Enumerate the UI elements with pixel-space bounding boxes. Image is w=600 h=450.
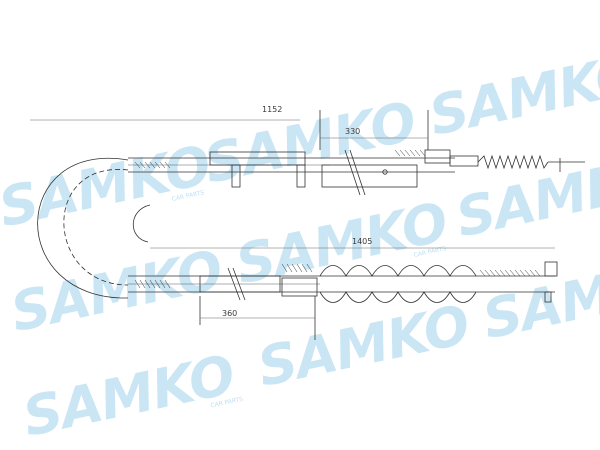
watermark-text: SAMKO [252,293,474,399]
top-hatch-left [134,161,171,169]
bottom-end-bracket [544,261,558,277]
top-sleeve [209,151,306,166]
outer-loop-curve [37,157,129,299]
top-clip [231,164,241,188]
bottom-bellows [319,291,477,303]
top-clip [296,164,306,188]
watermark-text: SAMKO [230,190,452,296]
bottom-block [281,277,318,297]
bottom-hatch-right [479,269,541,277]
bottom-end-bracket [544,291,552,303]
inner-hook [132,204,151,243]
dim-label-total-middle: 1405 [352,237,372,246]
top-end-block [424,149,451,164]
bottom-break-mark [232,267,246,301]
cable-lines [30,110,585,340]
top-break-mark [344,149,361,196]
watermark-layer: SAMKO SAMKO SAMKO SAMKO SAMKO SAMKO SAMK… [0,42,600,449]
dim-label-top-segment: 330 [345,127,360,136]
top-break-mark [349,149,366,196]
inner-loop-curve [63,169,129,286]
watermark-text: SAMKO [18,343,240,449]
top-end-ferrule [449,155,479,167]
watermark-text: SAMKO [6,238,228,344]
top-hatch-right [394,149,426,157]
bottom-hatch-left [134,279,171,289]
watermark-text: SAMKO [477,245,600,351]
top-spring [477,154,549,170]
bottom-sleeve [199,275,281,293]
bottom-hatch-mid [281,263,313,273]
dim-label-bottom-segment: 360 [222,309,237,318]
top-housing [321,164,418,188]
dim-label-total-top: 1152 [262,105,282,114]
top-pin [382,169,388,175]
watermark-text: SAMKO [0,133,216,239]
bottom-break-mark [227,267,241,301]
watermark-text: SAMKO [424,42,600,148]
bottom-bellows [319,265,477,277]
